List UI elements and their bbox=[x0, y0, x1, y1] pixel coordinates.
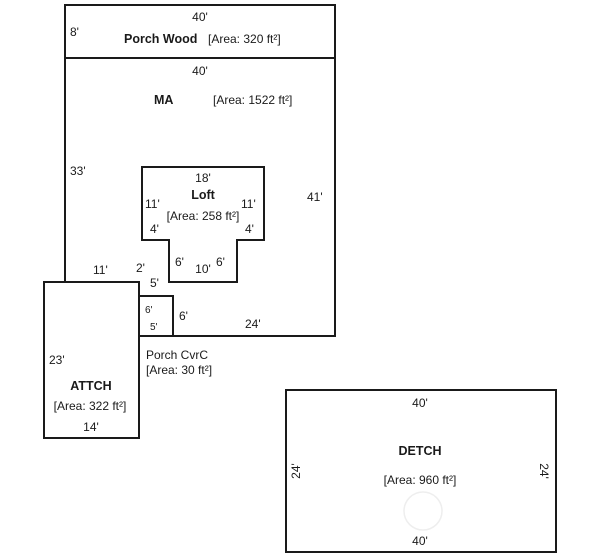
porch-cvrc-5-dimension: 5' bbox=[150, 322, 158, 333]
porch-cvrc-label: Porch CvrC bbox=[146, 348, 208, 362]
faint-circle-mark bbox=[403, 491, 443, 531]
porch-wood-area: [Area: 320 ft²] bbox=[208, 32, 281, 46]
ma-left-dimension: 33' bbox=[70, 164, 86, 178]
loft-outline bbox=[141, 166, 265, 283]
ma-right-bottom-wall bbox=[173, 58, 336, 337]
ma-right-dimension: 41' bbox=[307, 190, 323, 204]
ma-24-dimension: 24' bbox=[245, 317, 261, 331]
detch-area: [Area: 960 ft²] bbox=[384, 473, 457, 487]
loft-left-6-dimension: 6' bbox=[175, 255, 184, 269]
attch-bottom-dimension: 14' bbox=[83, 420, 99, 434]
ma-11-dimension: 11' bbox=[93, 263, 108, 277]
ma-label: MA bbox=[154, 93, 173, 107]
attch-label: ATTCH bbox=[70, 379, 111, 393]
loft-room: 18' Loft [Area: 258 ft²] 11' 11' 4' 4' 6… bbox=[141, 166, 265, 283]
loft-right-11-dimension: 11' bbox=[241, 197, 256, 211]
loft-right-6-dimension: 6' bbox=[216, 255, 225, 269]
loft-bottom-dimension: 10' bbox=[195, 262, 211, 276]
ma-top-dimension: 40' bbox=[192, 64, 208, 78]
porch-wood-label: Porch Wood bbox=[124, 32, 197, 46]
loft-right-4-dimension: 4' bbox=[245, 222, 254, 236]
loft-label: Loft bbox=[191, 188, 215, 202]
detch-room: 40' DETCH [Area: 960 ft²] 40' 24' 24' bbox=[285, 389, 557, 553]
detch-top-dimension: 40' bbox=[412, 396, 428, 410]
attch-left-dimension: 23' bbox=[49, 353, 65, 367]
loft-area: [Area: 258 ft²] bbox=[167, 209, 240, 223]
detch-bottom-dimension: 40' bbox=[412, 534, 428, 548]
attch-area: [Area: 322 ft²] bbox=[54, 399, 127, 413]
porch-wood-room: 40' 8' Porch Wood [Area: 320 ft²] bbox=[64, 4, 336, 59]
porch-cvrc-6-dimension: 6' bbox=[145, 305, 153, 316]
ma-room: 40' MA [Area: 1522 ft²] 33' 41' 11' 2' 5… bbox=[64, 58, 336, 337]
detch-outline bbox=[285, 389, 557, 553]
ma-5-dimension: 5' bbox=[150, 276, 159, 290]
loft-left-11-dimension: 11' bbox=[145, 197, 160, 211]
porch-wood-outline bbox=[64, 4, 336, 59]
detch-right-dimension: 24' bbox=[537, 463, 551, 479]
porch-wood-top-dimension: 40' bbox=[192, 10, 208, 24]
attch-room: 23' ATTCH [Area: 322 ft²] 14' bbox=[43, 281, 140, 439]
ma-2-dimension: 2' bbox=[136, 261, 145, 275]
loft-top-dimension: 18' bbox=[195, 171, 211, 185]
porch-wood-left-dimension: 8' bbox=[70, 25, 79, 39]
ma-area: [Area: 1522 ft²] bbox=[213, 93, 292, 107]
detch-left-dimension: 24' bbox=[289, 463, 303, 479]
attch-outline bbox=[43, 281, 140, 439]
ma-6-dimension: 6' bbox=[179, 309, 188, 323]
detch-label: DETCH bbox=[398, 444, 441, 458]
porch-cvrc-area: [Area: 30 ft²] bbox=[146, 363, 212, 377]
loft-left-4-dimension: 4' bbox=[150, 222, 159, 236]
